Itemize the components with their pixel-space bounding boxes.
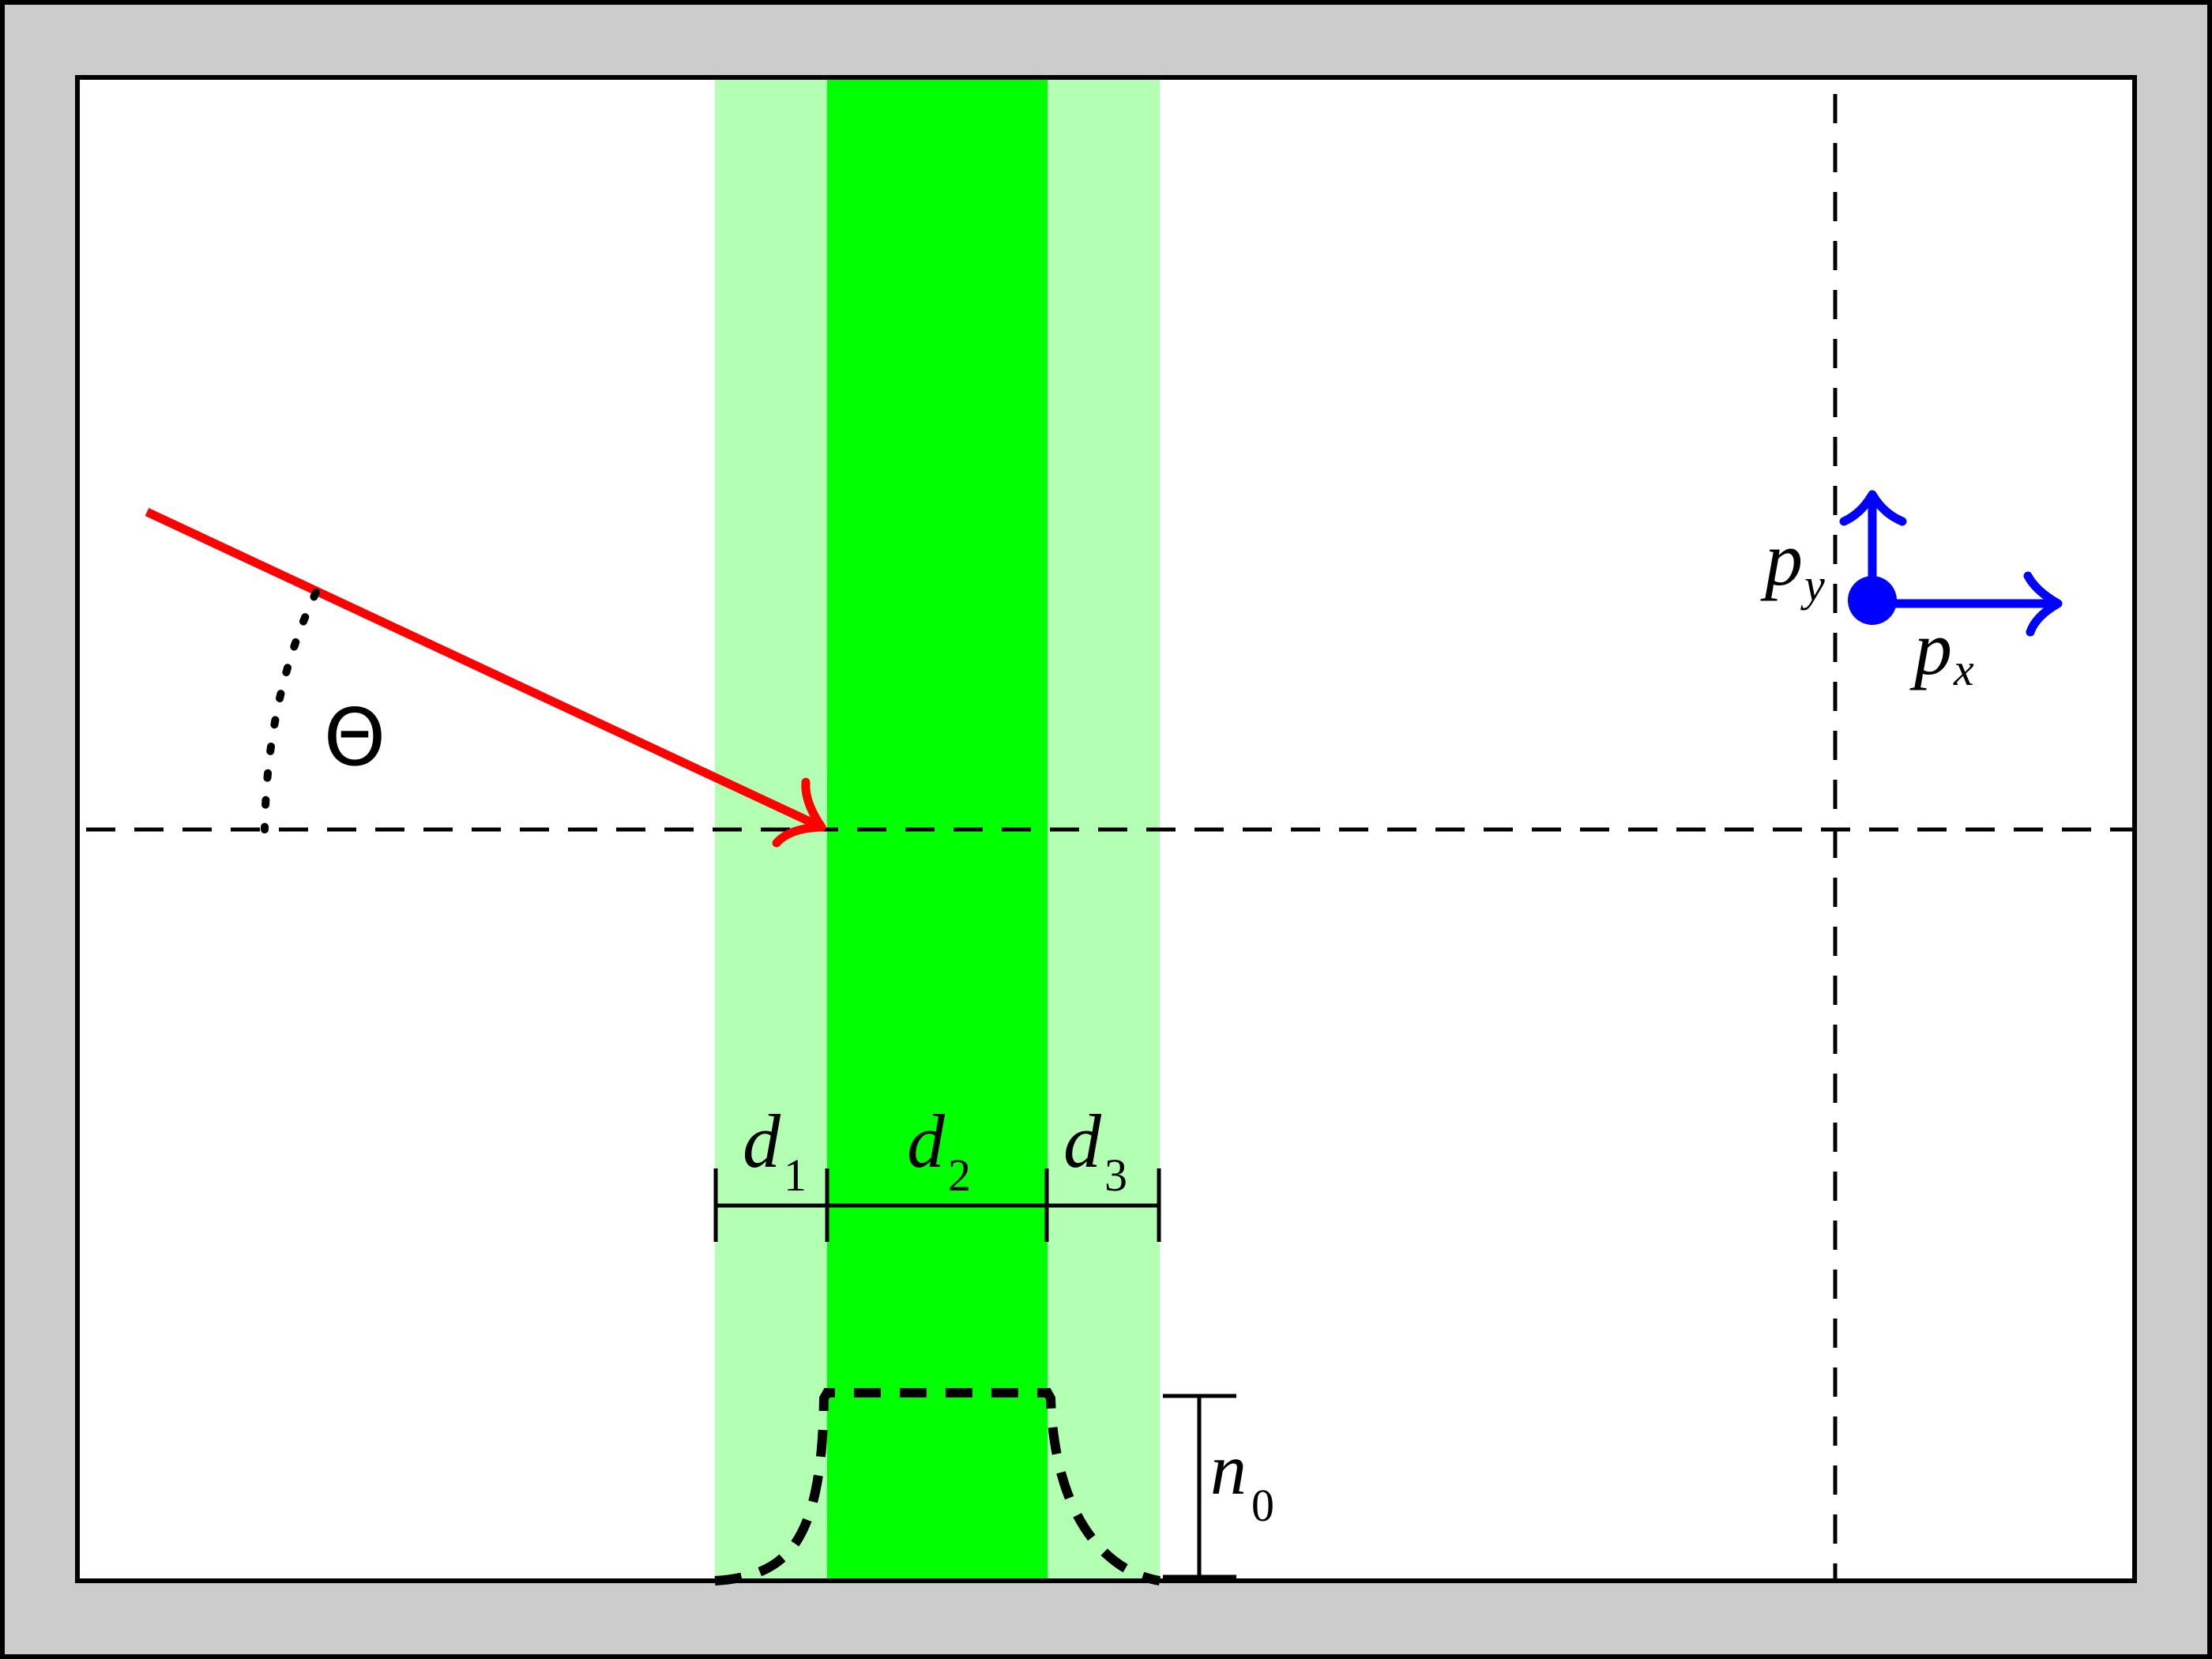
incident-ray-arrow <box>145 508 826 848</box>
d2-label: d2 <box>907 1099 971 1201</box>
px-arrow-head-icon <box>2023 571 2063 637</box>
px-label: px <box>1909 606 1974 695</box>
n0-dimension <box>1163 1394 1236 1579</box>
py-label: py <box>1760 517 1825 611</box>
d1-label: d1 <box>743 1099 807 1201</box>
py-arrow-head-icon <box>1839 490 1907 526</box>
d3-label: d3 <box>1063 1099 1127 1201</box>
theta-label: Θ <box>324 691 386 784</box>
thickness-dimensions <box>713 1168 1161 1242</box>
particle-dot-icon <box>1848 576 1897 625</box>
index-profile-curve <box>714 1388 1161 1586</box>
angle-arc-icon <box>261 589 320 833</box>
momentum-vectors <box>1839 490 2063 637</box>
